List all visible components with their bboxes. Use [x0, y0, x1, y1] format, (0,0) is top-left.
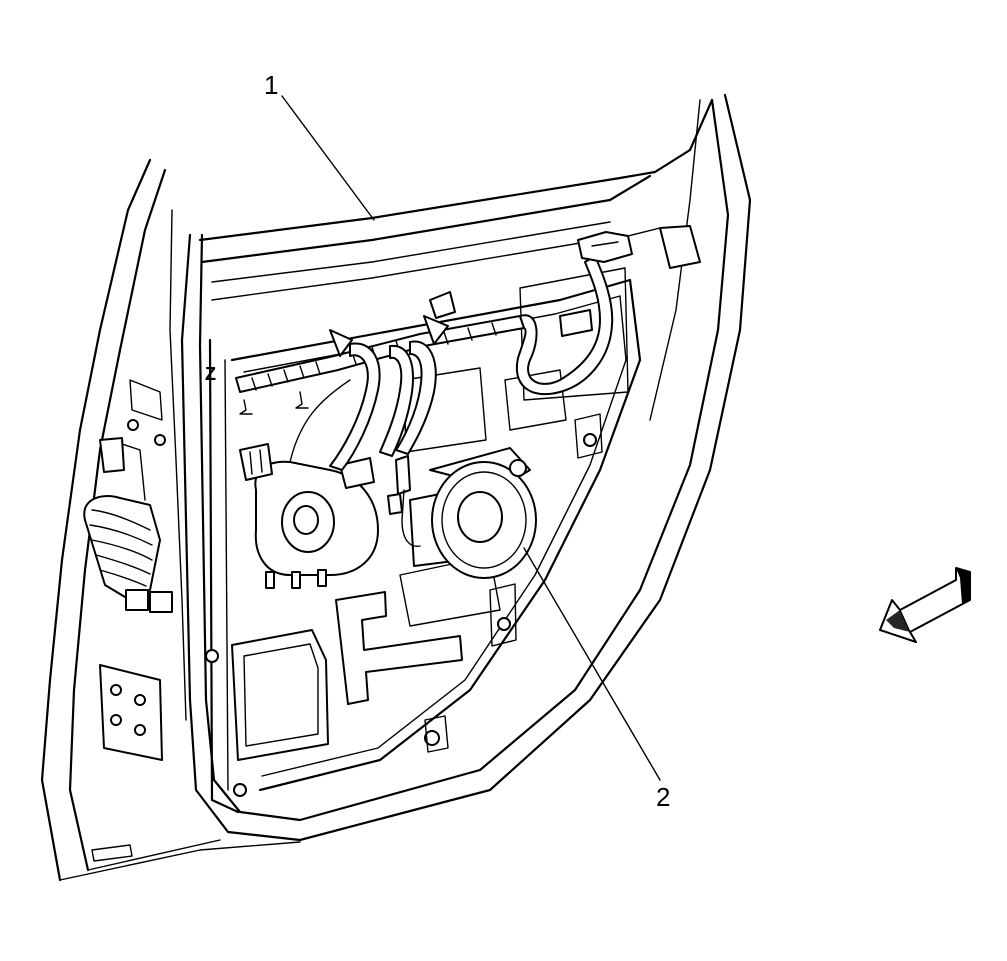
front-direction-arrow-icon — [879, 567, 971, 643]
door-frame — [180, 93, 752, 842]
callout-1-label: 1 — [264, 70, 278, 100]
callout-2-label: 2 — [656, 782, 670, 812]
callout-1: 1 — [264, 70, 375, 221]
regulator-motor — [239, 340, 437, 589]
panel-letter-mark: Z — [205, 364, 216, 384]
callout-1-leader — [281, 95, 375, 221]
door-inner-panel — [205, 267, 642, 814]
callout-2: 2 — [523, 547, 670, 812]
body-pillar — [40, 158, 301, 882]
wiring-boot — [83, 437, 173, 613]
door-speaker — [387, 447, 537, 579]
wiring-harness — [235, 225, 701, 415]
callout-2-leader — [523, 547, 661, 781]
